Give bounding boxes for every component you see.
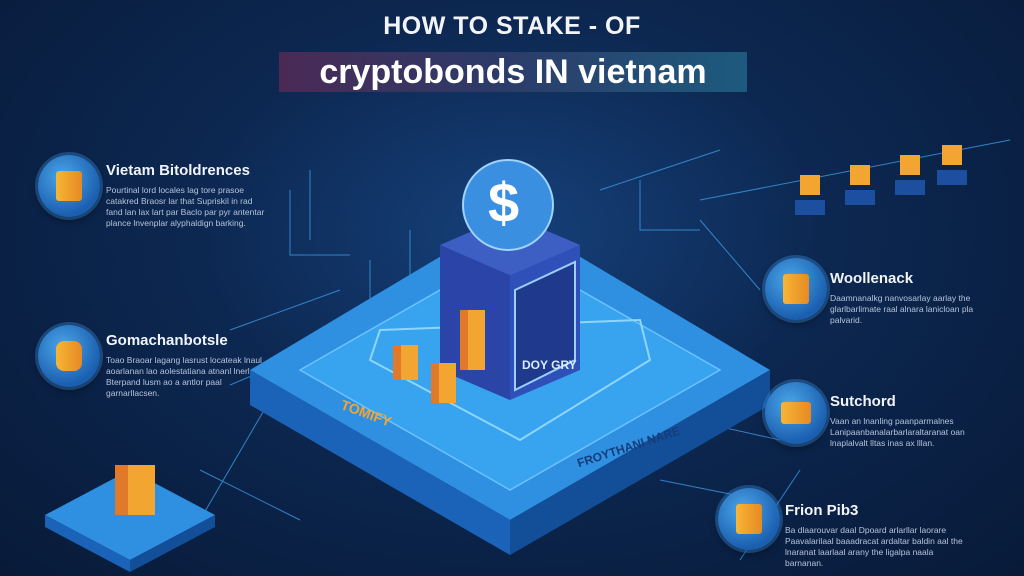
item-heading: Gomachanbotsle bbox=[106, 332, 228, 349]
block-icon bbox=[718, 488, 780, 550]
info-item: Woollenack Daamnanalkg nanvosarlay aarla… bbox=[830, 270, 980, 326]
info-item: Frion Pib3 Ba dlaarouvar daal Dpoard arl… bbox=[785, 502, 965, 569]
item-body: Vaan an lnanling paanparmalnes Lanipaanb… bbox=[830, 416, 965, 448]
coin-globe bbox=[462, 159, 554, 251]
item-heading: Vietam Bitoldrences bbox=[106, 162, 250, 179]
bar-blocks bbox=[393, 310, 485, 403]
item-body: Ba dlaarouvar daal Dpoard arlarllar laor… bbox=[785, 525, 963, 568]
info-item: Gomachanbotsle Toao Braoar lagang lasrus… bbox=[106, 332, 266, 399]
info-item: Vietam Bitoldrences Pourtinal lord local… bbox=[106, 162, 266, 229]
title-line-1: HOW TO STAKE - OF bbox=[383, 12, 641, 40]
panel-label: DOY GRY bbox=[522, 358, 577, 372]
item-heading: Frion Pib3 bbox=[785, 502, 859, 519]
coin-stack-icon bbox=[38, 155, 100, 217]
small-platform bbox=[45, 465, 215, 572]
item-body: Toao Braoar lagang lasrust locateak lnau… bbox=[106, 355, 262, 398]
item-body: Daamnanalkg nanvosarlay aarlay the glarl… bbox=[830, 293, 974, 325]
item-heading: Woollenack bbox=[830, 270, 914, 287]
title-line-2: cryptobonds IN vietnam bbox=[279, 52, 747, 92]
node-blocks bbox=[795, 145, 967, 215]
coins-icon bbox=[38, 325, 100, 387]
item-heading: Sutchord bbox=[830, 393, 896, 410]
item-body: Pourtinal lord locales lag tore prasoe c… bbox=[106, 185, 265, 228]
dollar-icon: $ bbox=[488, 171, 520, 234]
cube-icon bbox=[765, 258, 827, 320]
bars-icon bbox=[765, 382, 827, 444]
info-item: Sutchord Vaan an lnanling paanparmalnes … bbox=[830, 393, 995, 449]
